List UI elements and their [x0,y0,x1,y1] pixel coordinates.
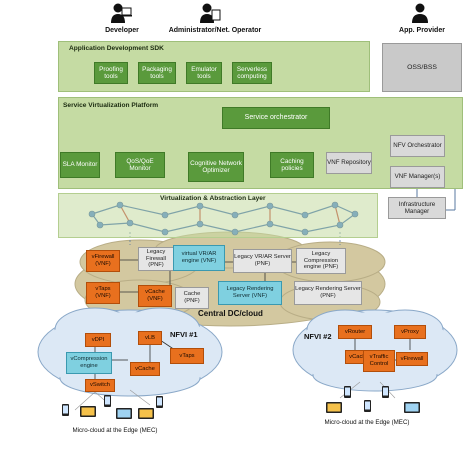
emulator-tools-box: Emulator tools [186,62,222,84]
administrator-person-icon [200,3,221,23]
tablet-icon [326,402,342,413]
qos-qoe-monitor-box: QoS/QoE Monitor [115,152,165,178]
smartphone-icon [382,386,389,398]
nfvi1-devices [62,395,163,419]
smartphone-icon [156,396,163,408]
svp-title: Service Virtualization Platform [63,102,159,109]
nfv-orchestrator-box: NFV Orchestrator [390,135,445,157]
nfvi2-vtraffic-box: vTraffic Control [363,350,395,372]
legacy-rendering-pnf-box: Legacy Rendering Server (PNF) [294,281,362,305]
nfvi1-vcompression-box: vCompression engine [66,352,112,374]
legacy-vr-server-box: Legacy VR/AR Server (PNF) [233,249,292,273]
cognitive-network-optimizer-box: Cognitive Network Optimizer [188,152,244,182]
app-provider-label: App. Provider [399,27,445,34]
nfvi2-vproxy-box: vProxy [394,325,426,339]
nfvi1-title: NFVI #1 [170,330,198,339]
nfvi2-vfirewall-box: vFirewall [396,352,428,366]
service-orchestrator-box: Service orchestrator [222,107,330,129]
infrastructure-manager-box: Infrastructure Manager [388,197,446,219]
smartphone-icon [364,400,371,412]
virtual-vr-engine-box: virtual VR/AR engine (VNF) [173,245,225,271]
legacy-compression-box: Legacy Compression engine (PNF) [296,248,346,274]
smartphone-icon [62,404,69,416]
packaging-tools-box: Packaging tools [138,62,176,84]
central-vtaps-box: vTaps (VNF) [86,282,120,304]
central-vfirewall-box: vFirewall (VNF) [86,250,120,272]
nfvi2-vrouter-box: vRouter [338,325,372,339]
nfvi1-caption: Micro-cloud at the Edge (MEC) [72,427,158,434]
caching-policies-box: Caching policies [270,152,314,178]
central-vcache-box: vCache (VNF) [138,285,172,307]
proofing-tools-box: Proofing tools [94,62,128,84]
nfvi2-title: NFVI #2 [304,332,332,341]
tablet-icon [404,402,420,413]
nfvi1-vswitch-box: vSwitch [85,379,115,392]
nfvi1-vtaps-box: vTaps [170,348,204,364]
sla-monitor-box: SLA Monitor [60,152,100,178]
smartphone-icon [104,395,111,407]
administrator-label: Administrator/Net. Operator [168,27,262,34]
nfvi2-caption: Micro-cloud at the Edge (MEC) [324,419,410,426]
val-title: Virtualization & Abstraction Layer [160,195,266,202]
oss-bss-box: OSS/BSS [382,43,462,92]
developer-label: Developer [105,27,139,34]
sdk-title: Application Development SDK [69,45,164,52]
nfvi2-devices [326,386,420,413]
app-provider-person-icon [412,3,428,23]
val-layer-fill [58,193,378,238]
smartphone-icon [344,386,351,398]
vnf-managers-box: VNF Manager(s) [390,166,445,188]
developer-person-icon [111,3,132,23]
legacy-rendering-vnf-box: Legacy Rendering Server (VNF) [218,281,282,305]
tablet-icon [116,408,132,419]
nfvi1-vlb-box: vLB [138,331,162,345]
tablet-icon [138,408,154,419]
serverless-computing-box: Serverless computing [232,62,272,84]
cache-pnf-box: Cache (PNF) [175,287,209,309]
legacy-firewall-box: Legacy Firewall (PNF) [138,247,174,271]
nfvi1-vcache-box: vCache [130,362,160,376]
central-cloud-title: Central DC/cloud [198,309,263,318]
vnf-repository-box: VNF Repository [326,152,372,174]
nfvi1-vdpi-box: vDPI [85,333,111,347]
tablet-icon [80,406,96,417]
